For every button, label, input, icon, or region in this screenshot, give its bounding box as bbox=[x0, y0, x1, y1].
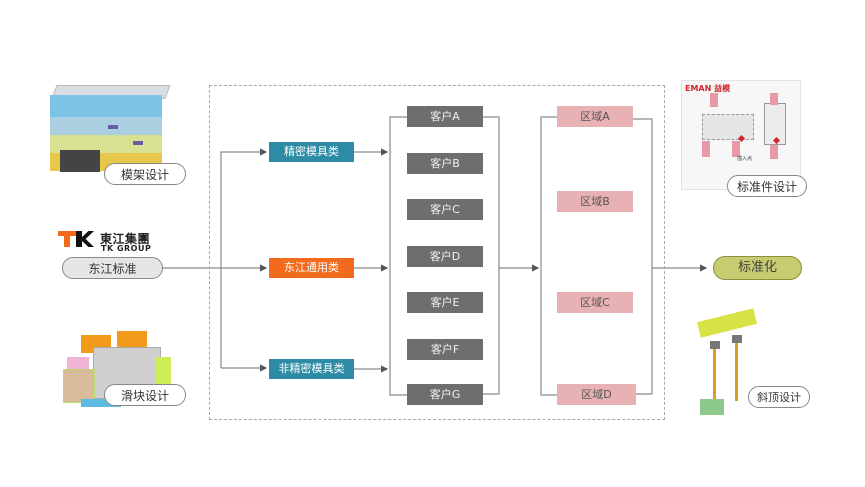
lifter-illustration bbox=[692, 305, 762, 415]
mold-base-illustration bbox=[48, 85, 172, 175]
region-b: 区域B bbox=[557, 191, 633, 212]
process-frame bbox=[209, 85, 665, 420]
category-non-precision-mold: 非精密模具类 bbox=[269, 359, 354, 379]
customer-bracket-left bbox=[389, 116, 407, 396]
mold-base-design-label: 模架设计 bbox=[104, 163, 186, 185]
customer-bracket-right bbox=[483, 116, 500, 395]
tk-group-logo bbox=[58, 229, 98, 249]
category-precision-mold: 精密模具类 bbox=[269, 142, 354, 162]
lifter-design-label: 斜顶设计 bbox=[748, 386, 810, 408]
slider-design-label: 滑块设计 bbox=[104, 384, 186, 406]
customer-b: 客户B bbox=[407, 153, 483, 174]
standardization-result: 标准化 bbox=[713, 256, 802, 280]
region-d: 区域D bbox=[557, 384, 636, 405]
region-bracket-left bbox=[540, 116, 557, 396]
region-bracket-right bbox=[633, 118, 653, 395]
standard-parts-card: EMAN 益模 插入点 bbox=[681, 80, 801, 190]
eman-brand: EMAN 益模 bbox=[685, 84, 731, 93]
category-dongjiang-general: 东江通用类 bbox=[269, 258, 354, 278]
dongjiang-standard-label: 东江标准 bbox=[62, 257, 163, 279]
logo-chinese-name: 東江集團 bbox=[100, 232, 151, 246]
region-a: 区域A bbox=[557, 106, 633, 127]
customer-g: 客户G bbox=[407, 384, 483, 405]
customer-e: 客户E bbox=[407, 292, 483, 313]
logo-english-name: TK GROUP bbox=[101, 244, 152, 253]
customer-a: 客户A bbox=[407, 106, 483, 127]
insert-point-note: 插入点 bbox=[737, 156, 753, 162]
line-branch bbox=[220, 148, 268, 368]
region-c: 区域C bbox=[557, 292, 633, 313]
standard-parts-design-label: 标准件设计 bbox=[727, 175, 807, 197]
customer-d: 客户D bbox=[407, 246, 483, 267]
customer-f: 客户F bbox=[407, 339, 483, 360]
customer-c: 客户C bbox=[407, 199, 483, 220]
